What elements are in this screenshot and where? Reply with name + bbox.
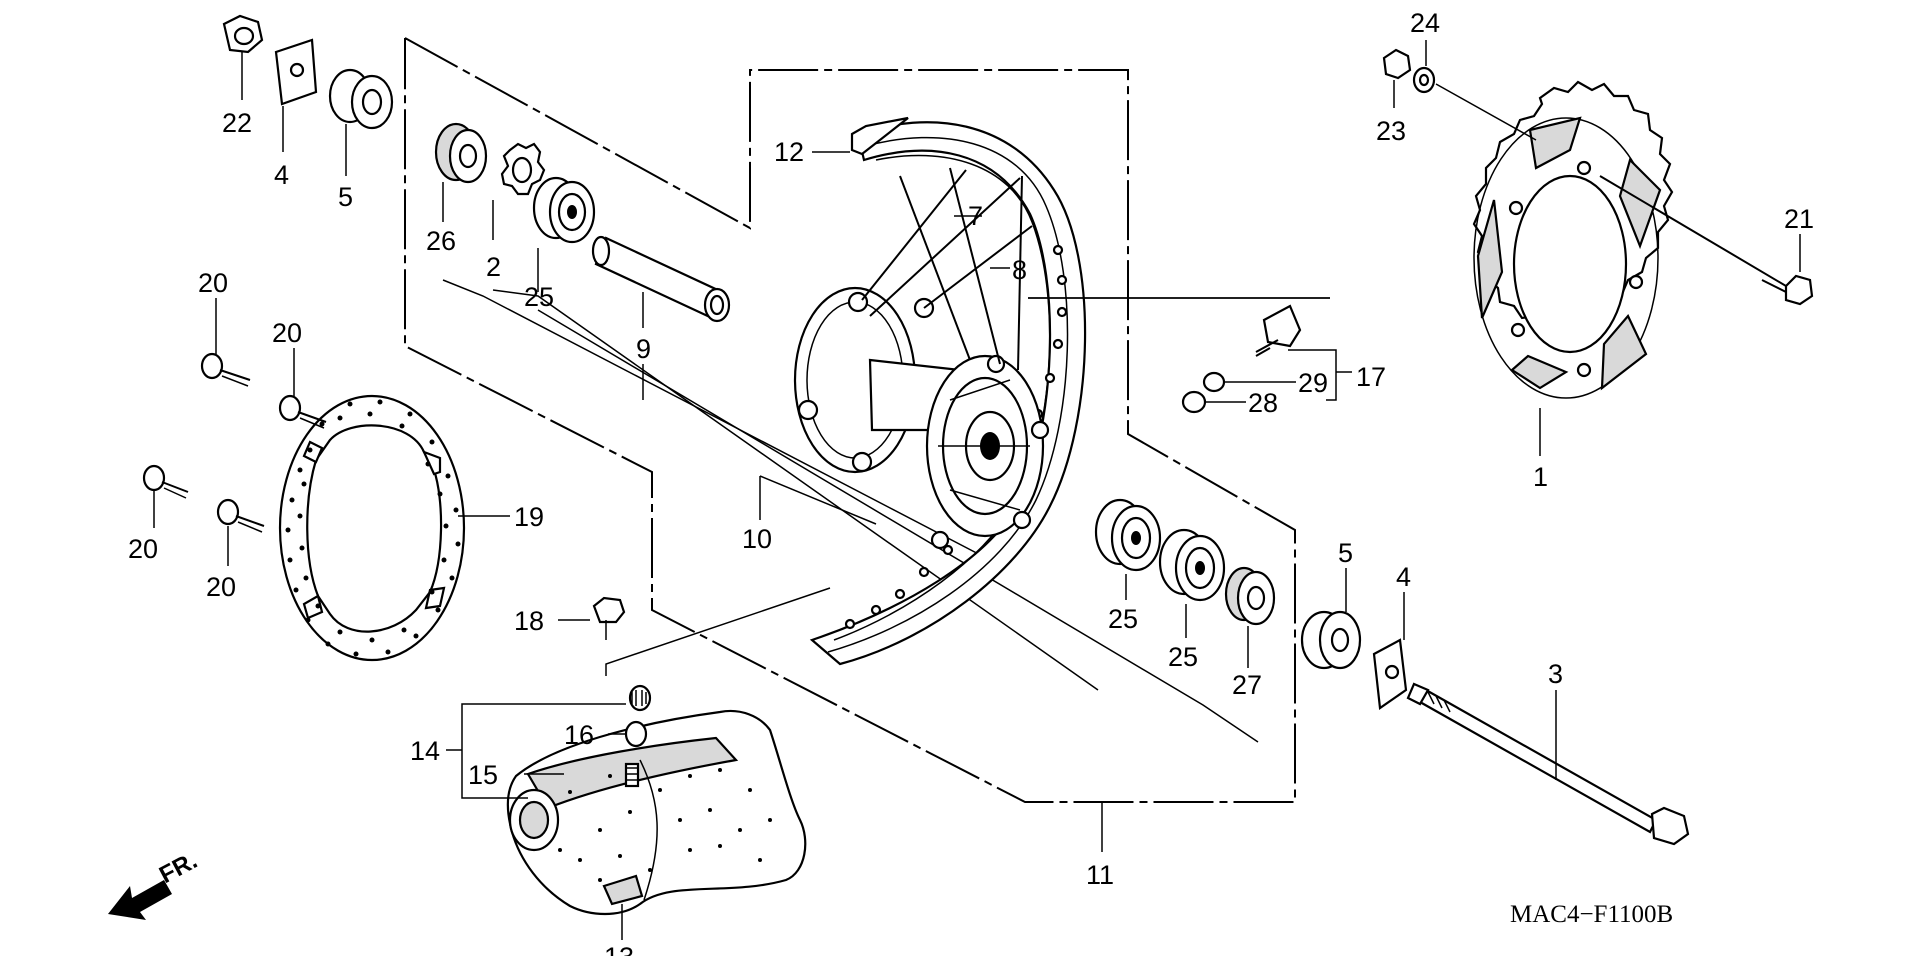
part-29-nut [1202, 371, 1296, 393]
callout-18: 18 [514, 606, 544, 636]
callout-29: 29 [1298, 368, 1328, 398]
part-3-axle [1406, 682, 1690, 846]
part-26-dust-seal [434, 122, 488, 222]
part-18-nut [558, 587, 831, 676]
callout-21: 21 [1784, 204, 1814, 234]
part-5-collar-right [1300, 568, 1362, 670]
callout-24: 24 [1410, 8, 1440, 38]
part-14-tube-set [446, 703, 626, 799]
part-9-distance-collar [591, 235, 731, 400]
part-25-bearing-c [1158, 528, 1226, 638]
part-15-valve-stem [524, 762, 640, 788]
part-27-dust-seal [1224, 566, 1276, 668]
part-valve-top-cap [628, 684, 652, 712]
rear-hub [793, 286, 1050, 550]
part-19-brake-disc [278, 394, 510, 662]
callout-20: 20 [206, 572, 236, 602]
part-17-spoke-set [1255, 304, 1352, 401]
callout-26: 26 [426, 226, 456, 256]
callout-20: 20 [198, 268, 228, 298]
callout-1: 1 [1533, 462, 1548, 492]
callout-28: 28 [1248, 388, 1278, 418]
assembly-outline [404, 37, 1296, 803]
callout-19: 19 [514, 502, 544, 532]
front-direction-arrow: FR. [108, 847, 202, 920]
part-4-adjuster-plate-right [1372, 592, 1408, 710]
part-23-nut [1382, 48, 1412, 108]
callout-13: 13 [604, 942, 634, 956]
diagram-code: MAC4−F1100B [1510, 901, 1673, 928]
callout-25: 25 [524, 282, 554, 312]
part-24-washer [1412, 40, 1537, 141]
callout-2: 2 [486, 252, 501, 282]
bearing-leader-lines [442, 279, 1259, 743]
part-13-tire [506, 709, 807, 940]
callout-4: 4 [1396, 562, 1411, 592]
part-16-valve-cap [608, 720, 648, 748]
callout-3: 3 [1548, 659, 1563, 689]
callout-25: 25 [1168, 642, 1198, 672]
callout-22: 22 [222, 108, 252, 138]
callout-25: 25 [1108, 604, 1138, 634]
callout-5: 5 [338, 182, 353, 212]
callout-17: 17 [1356, 362, 1386, 392]
hub-leader-lines [759, 297, 1330, 852]
part-4-adjuster-plate [274, 38, 318, 152]
callout-27: 27 [1232, 670, 1262, 700]
part-25-bearing-a [532, 176, 596, 292]
disc-holes [285, 399, 461, 657]
part-25-bearing-b [1094, 498, 1162, 600]
callout-14: 14 [410, 736, 440, 766]
part-2-retainer [492, 142, 546, 240]
callout-20: 20 [272, 318, 302, 348]
callout-15: 15 [468, 760, 498, 790]
tire-tread-dots [558, 768, 772, 882]
callout-4: 4 [274, 160, 289, 190]
part-1-driven-sprocket [1472, 80, 1674, 456]
part-20-bolts [142, 298, 327, 566]
part-28-nut [1181, 390, 1246, 414]
part-7-8-spokes [861, 167, 1033, 371]
callout-20: 20 [128, 534, 158, 564]
callout-labels: 1 2 3 4 4 5 5 7 8 9 10 11 12 13 14 15 16… [128, 8, 1814, 956]
callout-23: 23 [1376, 116, 1406, 146]
part-21-bolt [1599, 175, 1814, 306]
callout-16: 16 [564, 720, 594, 750]
callout-8: 8 [1012, 255, 1027, 285]
callout-9: 9 [636, 334, 651, 364]
callout-7: 7 [968, 201, 983, 231]
part-5-collar [328, 68, 394, 176]
callout-5: 5 [1338, 538, 1353, 568]
callout-10: 10 [742, 524, 772, 554]
part-22-nut [222, 14, 264, 100]
callout-12: 12 [774, 137, 804, 167]
callout-11: 11 [1086, 860, 1114, 890]
